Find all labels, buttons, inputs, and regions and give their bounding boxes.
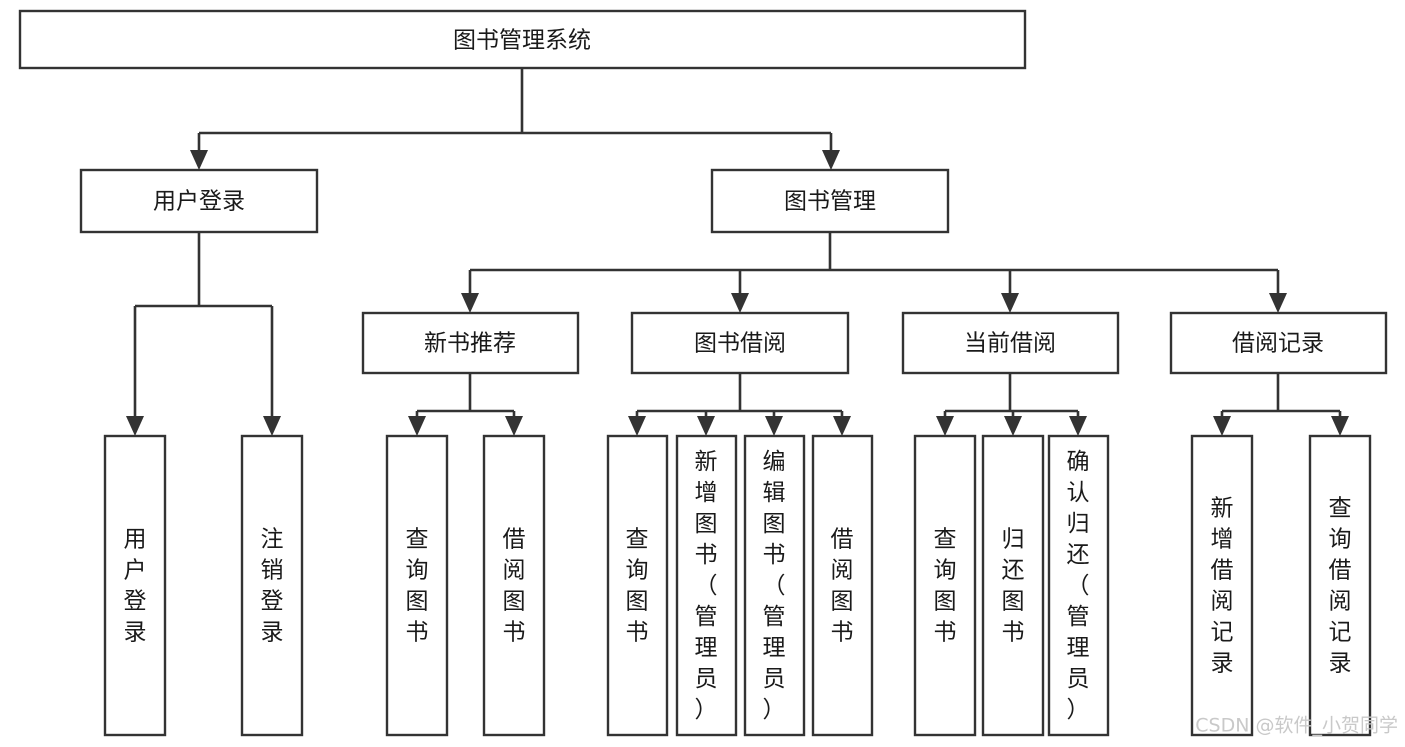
node-leaf-user-login-box[interactable] [103,434,167,737]
node-leaf-query-book-3-label: 查询图书 [934,527,957,646]
node-new-book-recommend-label: 新书推荐 [424,331,516,357]
node-leaf-query-book-2[interactable]: 查询图书 [606,434,669,737]
node-root-box[interactable] [18,9,1027,70]
node-leaf-query-book-1-box[interactable] [385,434,449,737]
arrowheads-group [126,150,1349,436]
node-root[interactable]: 图书管理系统 [18,9,1027,70]
arrowhead-to-leaf-query-book-1 [408,416,426,436]
connector-borrowrecord-to-leaves [1220,373,1342,418]
node-leaf-borrow-book-2[interactable]: 借阅图书 [811,434,874,737]
node-leaf-return-book-label: 归还图书 [1002,527,1025,646]
node-leaf-edit-book-label: 编辑图书（管理员） [763,449,786,723]
node-leaf-borrow-book-2-label: 借阅图书 [831,527,854,646]
node-leaf-borrow-book-2-box[interactable] [811,434,874,737]
node-leaf-borrow-book-1[interactable]: 借阅图书 [482,434,546,737]
node-user-login[interactable]: 用户登录 [79,168,319,234]
node-leaf-confirm-return-box[interactable] [1047,434,1110,737]
node-leaf-add-record-box[interactable] [1190,434,1254,737]
connector-newbook-to-leaves [415,373,516,418]
arrowhead-to-leaf-return-book [1004,416,1022,436]
node-user-login-box[interactable] [79,168,319,234]
arrowhead-to-leaf-add-record [1213,416,1231,436]
node-leaf-logout[interactable]: 注销登录 [240,434,304,737]
node-leaf-return-book[interactable]: 归还图书 [981,434,1045,737]
arrowhead-to-leaf-query-book-3 [936,416,954,436]
arrowhead-to-current-borrow [1001,293,1019,313]
node-book-manage[interactable]: 图书管理 [710,168,950,234]
node-book-manage-label: 图书管理 [784,189,876,215]
node-book-manage-box[interactable] [710,168,950,234]
node-leaf-query-book-3-box[interactable] [913,434,977,737]
arrowhead-to-leaf-add-book [697,416,715,436]
node-leaf-return-book-box[interactable] [981,434,1045,737]
node-current-borrow-box[interactable] [901,311,1120,375]
node-leaf-add-record-label: 新增借阅记录 [1211,496,1234,677]
node-leaf-query-record[interactable]: 查询借阅记录 [1308,434,1372,737]
arrowhead-to-leaf-confirm-return [1069,416,1087,436]
node-leaf-query-book-2-label: 查询图书 [626,527,649,646]
arrowhead-to-leaf-edit-book [765,416,783,436]
node-current-borrow-label: 当前借阅 [964,331,1056,357]
arrowhead-to-new-book-recommend [461,293,479,313]
arrowhead-to-book-borrow [731,293,749,313]
arrowhead-to-leaf-query-record [1331,416,1349,436]
node-borrow-record-box[interactable] [1169,311,1388,375]
node-leaf-logout-label: 注销登录 [261,527,284,646]
node-leaf-query-book-3[interactable]: 查询图书 [913,434,977,737]
node-leaf-add-book[interactable]: 新增图书（管理员） [675,434,738,737]
arrowhead-to-book-manage [822,150,840,170]
connector-bookborrow-to-leaves [635,373,844,418]
node-leaf-query-record-label: 查询借阅记录 [1329,496,1352,677]
node-leaf-user-login[interactable]: 用户登录 [103,434,167,737]
node-leaf-query-book-1[interactable]: 查询图书 [385,434,449,737]
connector-userlogin-to-leaves [133,232,274,418]
node-leaf-borrow-book-1-label: 借阅图书 [503,527,526,646]
arrowhead-to-leaf-user-login [126,416,144,436]
node-leaf-query-book-2-box[interactable] [606,434,669,737]
leaf-nodes-group: 用户登录 注销登录 查询图书 借阅图书 查询图书 新增图书（管理员） [103,434,1372,737]
node-leaf-add-record[interactable]: 新增借阅记录 [1190,434,1254,737]
node-leaf-confirm-return-label: 确认归还（管理员） [1067,449,1090,723]
connector-root-to-level2 [197,68,833,152]
node-book-borrow-box[interactable] [630,311,850,375]
arrowhead-to-user-login [190,150,208,170]
node-leaf-logout-box[interactable] [240,434,304,737]
node-borrow-record-label: 借阅记录 [1232,331,1324,357]
arrowhead-to-leaf-borrow-book-2 [833,416,851,436]
connectors-group [133,68,1342,418]
node-leaf-edit-book-box[interactable] [743,434,806,737]
node-leaf-confirm-return[interactable]: 确认归还（管理员） [1047,434,1110,737]
arrowhead-to-borrow-record [1269,293,1287,313]
node-leaf-user-login-label: 用户登录 [124,527,147,646]
node-root-label: 图书管理系统 [453,28,591,54]
arrowhead-to-leaf-borrow-book-1 [505,416,523,436]
node-leaf-edit-book[interactable]: 编辑图书（管理员） [743,434,806,737]
node-book-borrow[interactable]: 图书借阅 [630,311,850,375]
node-leaf-query-book-1-label: 查询图书 [406,527,429,646]
node-new-book-recommend-box[interactable] [361,311,580,375]
watermark-label: CSDN @软件_小贺同学 [1195,715,1398,737]
arrowhead-to-leaf-logout [263,416,281,436]
arrowhead-to-leaf-query-book-2 [628,416,646,436]
node-borrow-record[interactable]: 借阅记录 [1169,311,1388,375]
connector-bookmanage-to-level3 [468,232,1280,295]
node-leaf-add-book-label: 新增图书（管理员） [695,449,718,723]
node-leaf-query-record-box[interactable] [1308,434,1372,737]
node-book-borrow-label: 图书借阅 [694,331,786,357]
node-user-login-label: 用户登录 [153,189,245,215]
connector-currentborrow-to-leaves [943,373,1080,418]
node-leaf-borrow-book-1-box[interactable] [482,434,546,737]
node-current-borrow[interactable]: 当前借阅 [901,311,1120,375]
node-leaf-add-book-box[interactable] [675,434,738,737]
node-new-book-recommend[interactable]: 新书推荐 [361,311,580,375]
